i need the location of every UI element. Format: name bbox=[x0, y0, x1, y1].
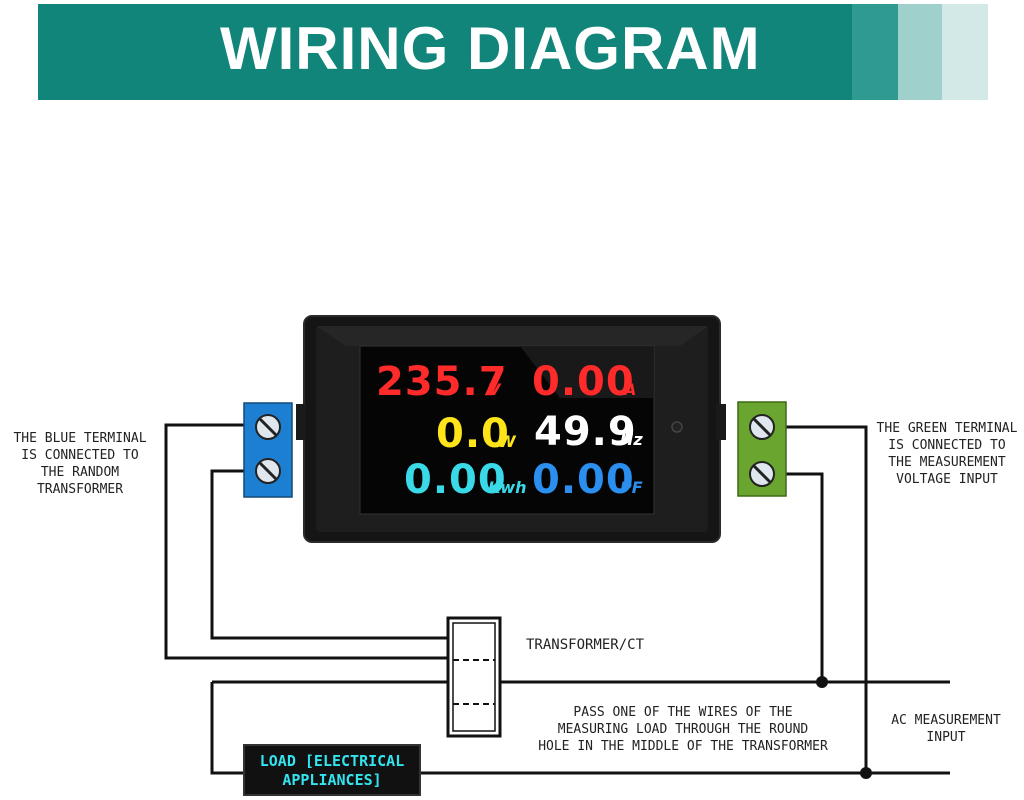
load-wire bbox=[210, 682, 243, 775]
green-terminal-label: THE GREEN TERMINAL IS CONNECTED TO THE M… bbox=[876, 421, 1018, 487]
load-box: LOAD [ELECTRICAL APPLIANCES] bbox=[243, 744, 421, 796]
junction-dot bbox=[816, 676, 828, 688]
ct-wire-inner bbox=[210, 469, 448, 640]
frequency-unit: Hz bbox=[620, 430, 643, 449]
banner-stripe bbox=[852, 4, 898, 100]
ac-input-label: AC MEASUREMENT INPUT bbox=[891, 713, 1001, 745]
load-label: LOAD [ELECTRICAL APPLIANCES] bbox=[259, 752, 405, 789]
title-banner: WIRING DIAGRAM bbox=[38, 4, 988, 100]
meter-body bbox=[296, 315, 726, 543]
green-terminal-block bbox=[737, 401, 787, 497]
energy-reading: 0.00 bbox=[404, 457, 507, 503]
blue-terminal-block bbox=[243, 402, 293, 498]
frequency-reading: 49.9 bbox=[534, 409, 637, 455]
power-unit: W bbox=[498, 432, 516, 451]
power-factor-unit: PF bbox=[620, 478, 643, 497]
power-factor-reading: 0.00 bbox=[532, 457, 635, 503]
banner-stripe bbox=[942, 4, 988, 100]
blue-terminal-label: THE BLUE TERMINAL IS CONNECTED TO THE RA… bbox=[13, 431, 147, 497]
indicator-led bbox=[671, 421, 683, 433]
pass-wire-instruction: PASS ONE OF THE WIRES OF THE MEASURING L… bbox=[538, 705, 828, 754]
power-reading: 0.0 bbox=[436, 411, 510, 457]
transformer-label: TRANSFORMER/CT bbox=[526, 637, 645, 653]
voltage-unit: V bbox=[488, 380, 501, 399]
transformer-ct bbox=[446, 616, 502, 738]
current-reading: 0.00 bbox=[532, 359, 635, 405]
current-unit: A bbox=[624, 380, 637, 399]
voltage-wire-bottom bbox=[786, 472, 824, 682]
junction-dot bbox=[860, 767, 872, 779]
ct-wire-outer bbox=[164, 423, 448, 660]
page-title: WIRING DIAGRAM bbox=[220, 15, 761, 82]
banner-stripe bbox=[898, 4, 942, 100]
voltage-reading: 235.7 bbox=[376, 359, 508, 405]
voltage-wire-top bbox=[786, 425, 868, 773]
energy-unit: Kwh bbox=[488, 478, 527, 497]
